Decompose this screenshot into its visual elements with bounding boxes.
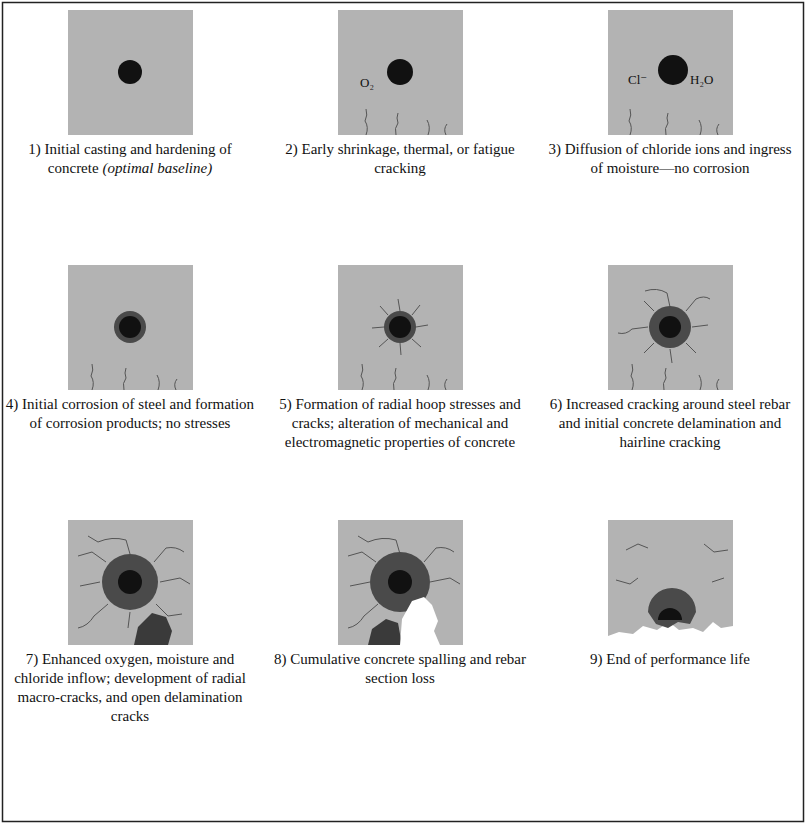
chemical-label: Cl⁻ <box>628 73 647 87</box>
panel-1 <box>68 10 193 135</box>
caption-block: 3) Diffusion of chloride ions and ingres… <box>544 140 796 178</box>
caption-block: 7) Enhanced oxygen, moisture and chlorid… <box>4 650 256 726</box>
stage-caption: 6) Increased cracking around steel rebar… <box>550 396 790 450</box>
stage-caption: 7) Enhanced oxygen, moisture and chlorid… <box>14 651 246 724</box>
panel-2 <box>338 10 463 135</box>
panel-4 <box>68 265 193 390</box>
stage-caption: 3) Diffusion of chloride ions and ingres… <box>548 141 791 176</box>
caption-block: 9) End of performance life <box>544 650 796 669</box>
caption-block: 5) Formation of radial hoop stresses and… <box>274 395 526 452</box>
chemical-species: Cl⁻ <box>628 72 647 87</box>
stage-caption: 9) End of performance life <box>590 651 750 667</box>
panel-5 <box>338 265 463 390</box>
stage-caption: 5) Formation of radial hoop stresses and… <box>279 396 521 450</box>
chemical-label: O₂ <box>360 76 374 90</box>
caption-block: 2) Early shrinkage, thermal, or fatigue … <box>274 140 526 178</box>
stage-caption: 8) Cumulative concrete spalling and reba… <box>274 651 526 686</box>
panel-3 <box>608 10 733 135</box>
stage-caption: 2) Early shrinkage, thermal, or fatigue … <box>285 141 515 176</box>
chemical-label: H₂O <box>690 73 713 87</box>
caption-block: 6) Increased cracking around steel rebar… <box>544 395 796 452</box>
caption-block: 8) Cumulative concrete spalling and reba… <box>274 650 526 688</box>
panel-8 <box>338 520 463 645</box>
chemical-species: O₂ <box>360 75 374 90</box>
panel-7 <box>68 520 193 645</box>
panel-6 <box>608 265 733 390</box>
stage-caption: 4) Initial corrosion of steel and format… <box>6 396 254 431</box>
panel-9 <box>608 520 733 636</box>
caption-block: 4) Initial corrosion of steel and format… <box>4 395 256 433</box>
caption-block: 1) Initial casting and hardening of conc… <box>4 140 256 178</box>
chemical-species: H₂O <box>690 72 713 87</box>
outer-frame <box>3 3 804 822</box>
caption-note: (optimal baseline) <box>103 160 213 176</box>
